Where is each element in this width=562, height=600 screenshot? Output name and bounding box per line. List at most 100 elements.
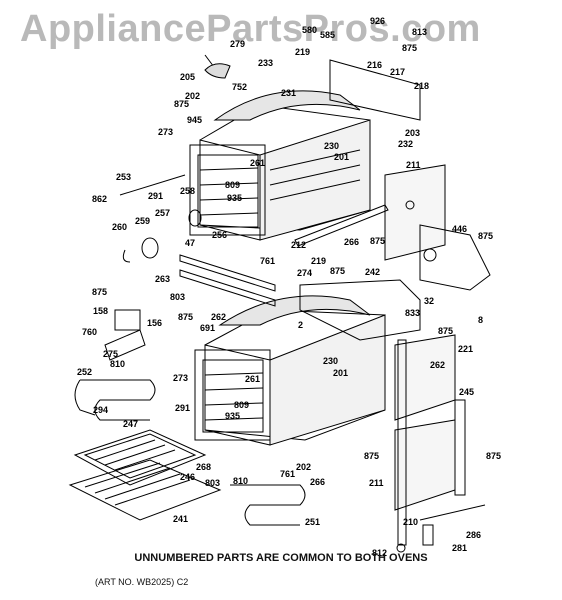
upper-side-panel [384,164,446,261]
part-callout-247: 247 [123,419,138,429]
part-callout-212: 212 [291,240,306,250]
lower-top-frame [299,279,421,341]
bake-elements [74,379,306,526]
part-callout-810: 810 [233,476,248,486]
part-callout-813: 813 [412,27,427,37]
part-callout-875: 875 [178,312,193,322]
part-callout-262: 262 [430,360,445,370]
part-callout-201: 201 [334,152,349,162]
part-callout-268: 268 [196,462,211,472]
part-callout-211: 211 [406,160,421,170]
part-callout-833: 833 [405,308,420,318]
lower-oven-door-frame [194,349,271,441]
footer-note: UNNUMBERED PARTS ARE COMMON TO BOTH OVEN… [134,552,428,564]
part-callout-245: 245 [459,387,474,397]
part-callout-221: 221 [458,344,473,354]
part-callout-875: 875 [174,99,189,109]
part-callout-251: 251 [305,517,320,527]
part-callout-219: 219 [311,256,326,266]
part-callout-261: 261 [250,158,265,168]
part-callout-219: 219 [295,47,310,57]
part-callout-232: 232 [398,139,413,149]
part-callout-2: 2 [298,320,303,330]
part-callout-935: 935 [225,411,240,421]
part-callout-760: 760 [82,327,97,337]
part-callout-812: 812 [372,548,387,558]
upper-oven-door-frame [189,144,266,236]
lower-side-panels [394,334,466,546]
part-callout-253: 253 [116,172,131,182]
part-callout-275: 275 [103,349,118,359]
upper-knob-assembly [119,54,231,263]
lower-rail [179,254,276,307]
part-callout-926: 926 [370,16,385,26]
part-callout-809: 809 [234,400,249,410]
part-callout-8: 8 [478,315,483,325]
part-callout-875: 875 [486,451,501,461]
part-callout-205: 205 [180,72,195,82]
part-callout-252: 252 [77,367,92,377]
part-callout-201: 201 [333,368,348,378]
broiler-pan [73,429,207,486]
part-callout-257: 257 [155,208,170,218]
part-callout-294: 294 [93,405,108,415]
part-callout-211: 211 [369,478,384,488]
part-callout-262: 262 [211,312,226,322]
part-callout-216: 216 [367,60,382,70]
upper-oven-cavity [199,90,371,241]
part-callout-446: 446 [452,224,467,234]
part-callout-256: 256 [212,230,227,240]
part-callout-761: 761 [280,469,295,479]
part-callout-258: 258 [180,186,195,196]
part-callout-875: 875 [438,326,453,336]
part-callout-810: 810 [110,359,125,369]
part-callout-803: 803 [205,478,220,488]
part-callout-291: 291 [175,403,190,413]
part-callout-875: 875 [370,236,385,246]
part-callout-241: 241 [173,514,188,524]
part-callout-261: 261 [245,374,260,384]
part-callout-233: 233 [258,58,273,68]
part-callout-761: 761 [260,256,275,266]
part-callout-585: 585 [320,30,335,40]
part-callout-274: 274 [297,268,312,278]
part-callout-286: 286 [466,530,481,540]
bracket-parts [104,309,486,553]
part-callout-945: 945 [187,115,202,125]
part-callout-231: 231 [281,88,296,98]
part-callout-158: 158 [93,306,108,316]
part-callout-246: 246 [180,472,195,482]
part-callout-580: 580 [302,25,317,35]
part-callout-32: 32 [424,296,434,306]
part-callout-691: 691 [200,323,215,333]
part-callout-281: 281 [452,543,467,553]
upper-rail [294,204,389,247]
part-callout-875: 875 [364,451,379,461]
lower-oven-cavity [204,295,386,446]
part-callout-279: 279 [230,39,245,49]
part-callout-47: 47 [185,238,195,248]
part-callout-218: 218 [414,81,429,91]
part-callout-263: 263 [155,274,170,284]
part-callout-202: 202 [296,462,311,472]
part-callout-273: 273 [173,373,188,383]
part-callout-242: 242 [365,267,380,277]
part-callout-266: 266 [344,237,359,247]
part-callout-752: 752 [232,82,247,92]
part-callout-230: 230 [323,356,338,366]
part-callout-809: 809 [225,180,240,190]
part-callout-803: 803 [170,292,185,302]
part-callout-862: 862 [92,194,107,204]
part-callout-156: 156 [147,318,162,328]
part-callout-273: 273 [158,127,173,137]
part-callout-202: 202 [185,91,200,101]
part-callout-875: 875 [92,287,107,297]
part-callout-875: 875 [478,231,493,241]
part-callout-291: 291 [148,191,163,201]
art-number: (ART NO. WB2025) C2 [95,577,189,587]
part-callout-217: 217 [390,67,405,77]
part-callout-875: 875 [330,266,345,276]
part-callout-266: 266 [310,477,325,487]
